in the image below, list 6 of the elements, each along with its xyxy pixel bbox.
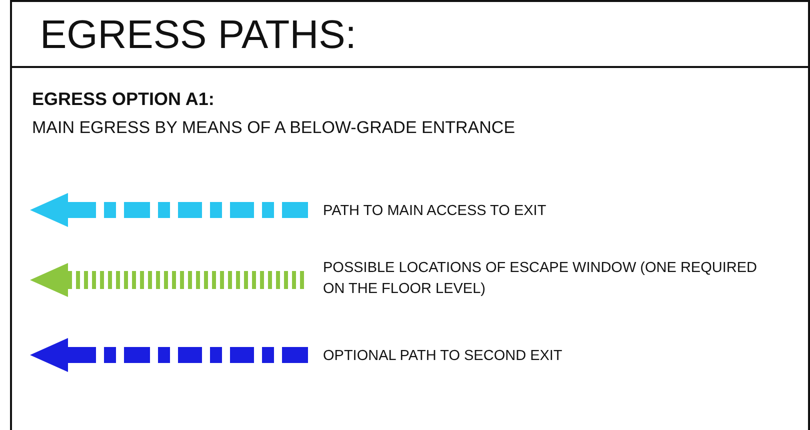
legend-label: OPTIONAL PATH TO SECOND EXIT (323, 347, 564, 366)
legend-label: POSSIBLE LOCATIONS OF ESCAPE WINDOW (ONE REQUIRED ON THE FLOOR LEVEL) (323, 259, 758, 299)
subheading: MAIN EGRESS BY MEANS OF A BELOW-GRADE ENTRANCE (32, 118, 516, 138)
heading: EGRESS OPTION A1: (32, 89, 214, 110)
title: EGRESS PATHS: (40, 12, 356, 58)
legend-label: PATH TO MAIN ACCESS TO EXIT (323, 202, 548, 221)
